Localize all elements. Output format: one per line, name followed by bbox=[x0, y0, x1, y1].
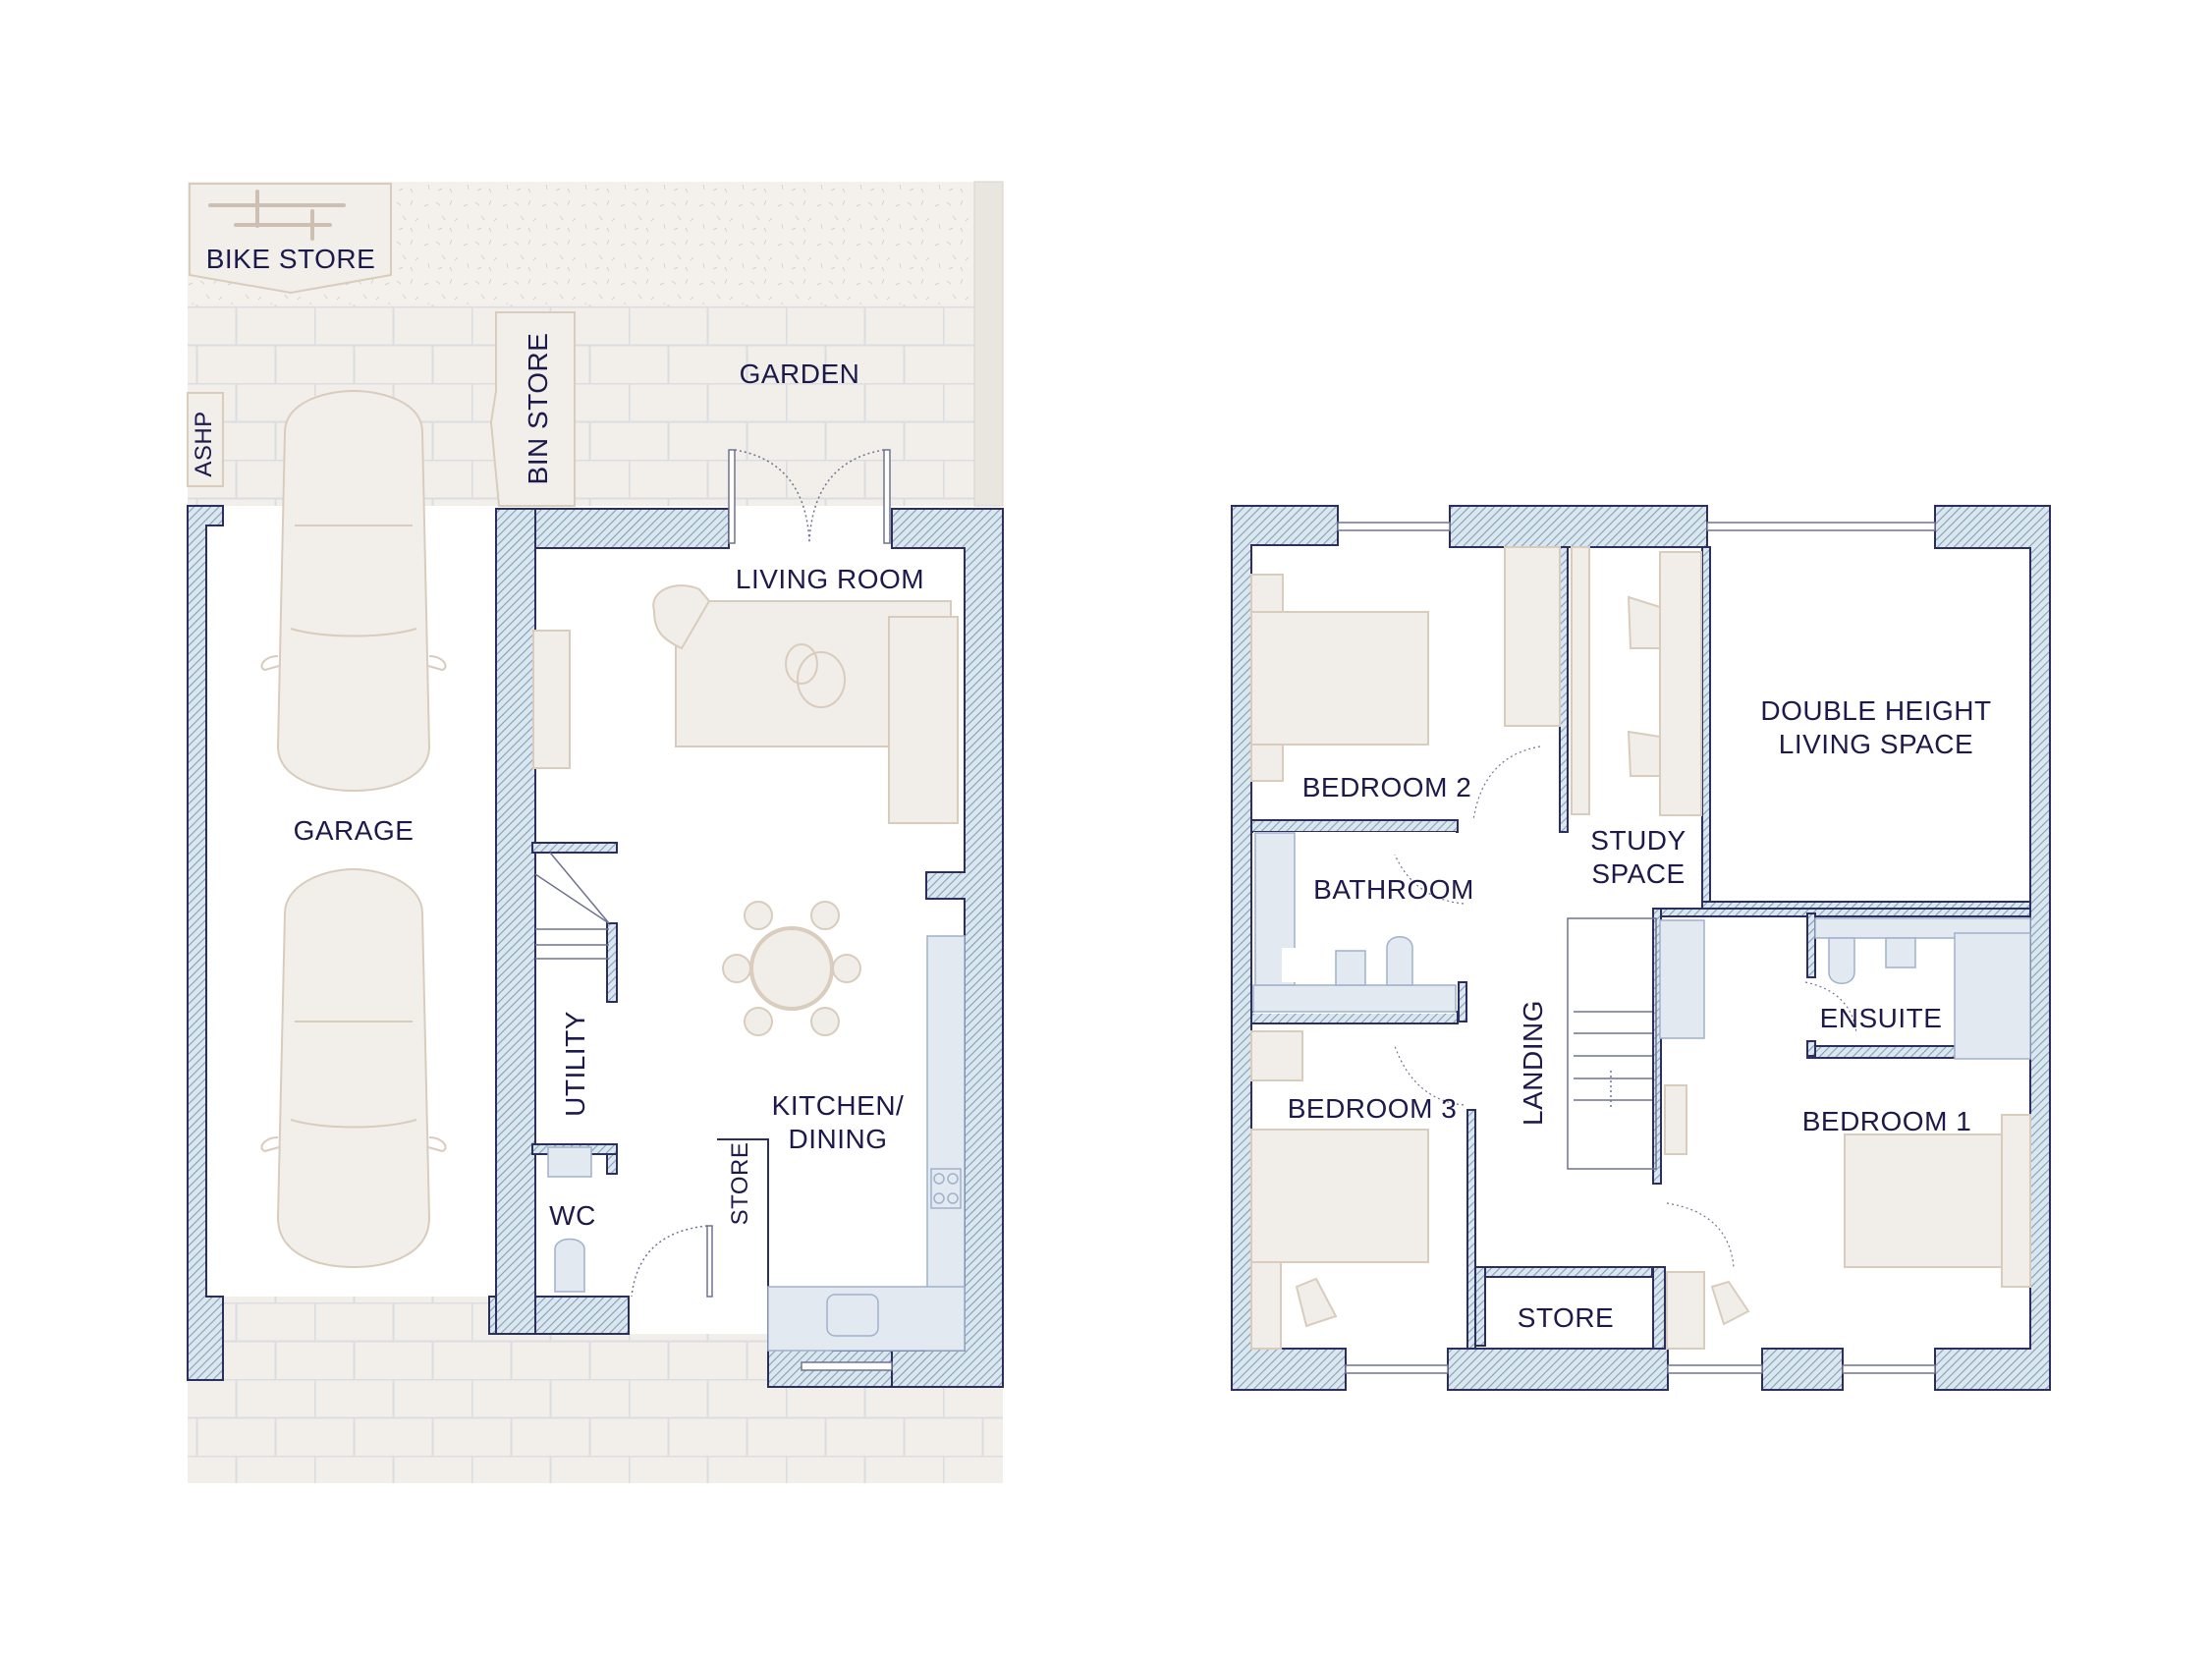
kitchen-dining-label: KITCHEN/ DINING bbox=[771, 1090, 905, 1154]
first-floor-stairs bbox=[1567, 917, 1657, 1170]
first-floor-plan bbox=[1231, 505, 2051, 1391]
car-icon bbox=[260, 867, 447, 1269]
wardrobe bbox=[1659, 919, 1705, 1039]
landing-label: LANDING bbox=[1518, 1000, 1548, 1126]
first-floor-windows bbox=[1337, 522, 1936, 1374]
study-desks bbox=[1571, 546, 1702, 816]
study-space-label: STUDY SPACE bbox=[1590, 825, 1687, 889]
armchair bbox=[652, 584, 711, 650]
bathroom-fittings bbox=[1252, 832, 1457, 1014]
bedroom-3-furniture bbox=[1250, 1030, 1429, 1350]
bedroom-1-furniture bbox=[1664, 1084, 2031, 1350]
bikes-icon bbox=[208, 190, 346, 241]
garage-label: GARAGE bbox=[293, 815, 415, 846]
bath-icon bbox=[1954, 932, 2031, 1060]
ensuite-label: ENSUITE bbox=[1819, 1003, 1943, 1033]
garden-label: GARDEN bbox=[739, 359, 860, 389]
sofa bbox=[888, 616, 959, 824]
bedroom-1-label: BEDROOM 1 bbox=[1801, 1106, 1972, 1136]
car-icon bbox=[260, 389, 447, 793]
kitchen-units bbox=[767, 935, 966, 1352]
toilet-icon bbox=[554, 1238, 585, 1293]
ground-stairs bbox=[534, 852, 610, 960]
garage-wall bbox=[187, 505, 224, 1381]
first-floor-doors bbox=[1394, 746, 1857, 1268]
first-floor-store-label: STORE bbox=[1517, 1302, 1615, 1333]
basin-icon bbox=[547, 1146, 592, 1178]
front-door bbox=[631, 1225, 713, 1298]
kitchen-window bbox=[801, 1361, 893, 1371]
bedroom-3-label: BEDROOM 3 bbox=[1287, 1093, 1458, 1124]
wc-fittings bbox=[547, 1146, 592, 1293]
bike-store-shelter bbox=[189, 183, 392, 295]
ground-floor-plan bbox=[187, 181, 1004, 1483]
ensuite-fittings bbox=[1659, 917, 2031, 1060]
double-height-living-label: DOUBLE HEIGHT LIVING SPACE bbox=[1760, 695, 1992, 759]
sideboard bbox=[532, 630, 571, 769]
ashp-unit bbox=[187, 392, 224, 487]
garden-door bbox=[728, 449, 891, 544]
toilet-icon bbox=[1386, 936, 1413, 986]
living-room-label: LIVING ROOM bbox=[735, 564, 925, 594]
dining-table-icon bbox=[722, 901, 861, 1036]
sink-icon bbox=[826, 1294, 879, 1337]
bike-store-label: BIKE STORE bbox=[205, 244, 376, 274]
living-furniture bbox=[532, 584, 959, 824]
wc-label: WC bbox=[549, 1200, 596, 1231]
basin-icon bbox=[1885, 937, 1916, 968]
bin-store-label: BIN STORE bbox=[523, 332, 553, 485]
bedroom-2-label: BEDROOM 2 bbox=[1301, 772, 1472, 802]
bathroom-label: BATHROOM bbox=[1313, 874, 1474, 905]
store-label: STORE bbox=[727, 1141, 753, 1226]
utility-label: UTILITY bbox=[560, 1011, 590, 1117]
bedroom-2-furniture bbox=[1250, 546, 1561, 782]
garden-fence bbox=[973, 181, 1004, 507]
ashp-label: ASHP bbox=[191, 411, 217, 477]
bin-store-enclosure bbox=[489, 311, 576, 507]
basin-icon bbox=[1335, 950, 1366, 986]
toilet-icon bbox=[1828, 937, 1855, 984]
